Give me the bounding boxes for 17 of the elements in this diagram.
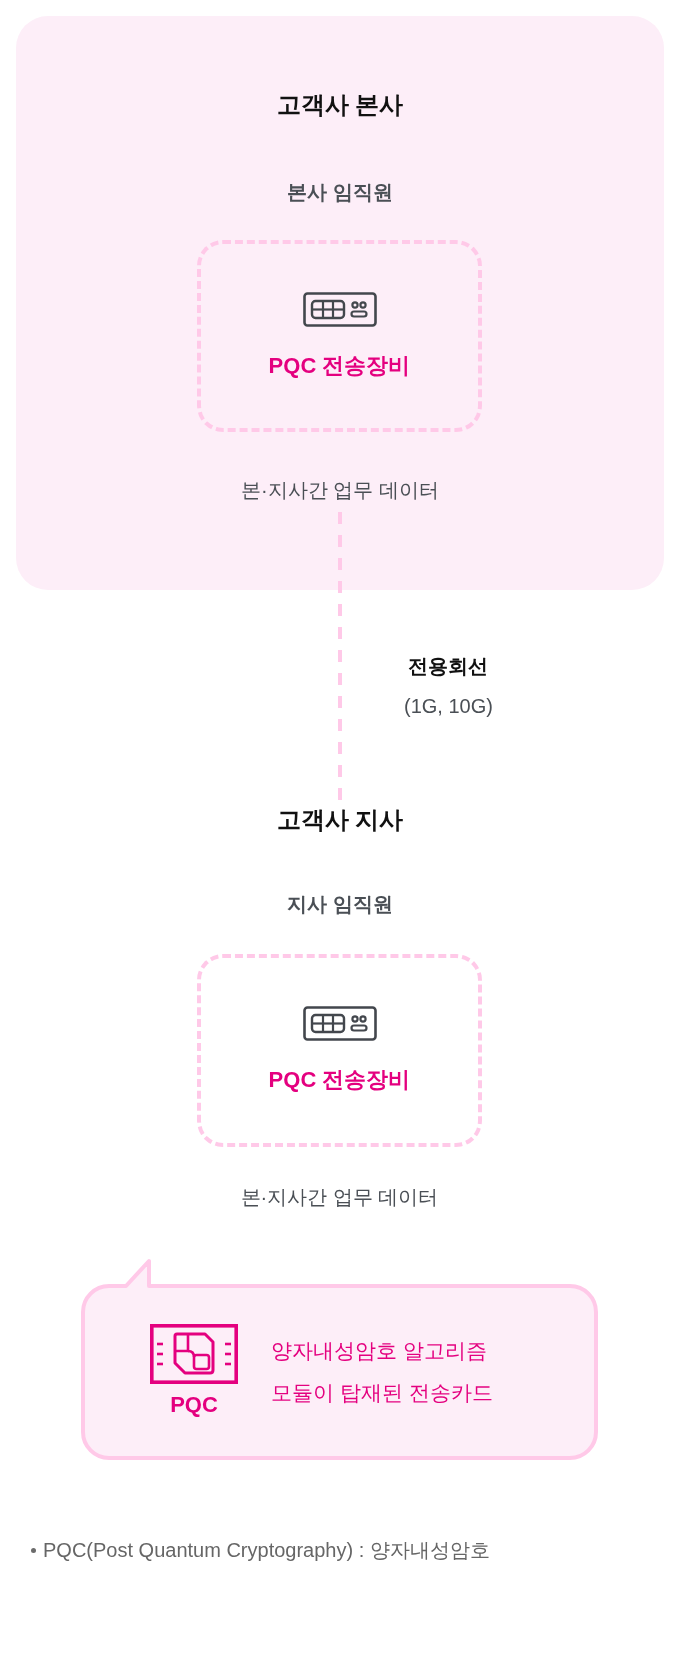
- caption-text: 본·지사간 업무 데이터: [241, 478, 439, 503]
- device-label: PQC 전송장비: [268, 1066, 411, 1094]
- edge-label: 전용회선 (1G, 10G): [404, 654, 493, 719]
- speech-bubble: [81, 1258, 598, 1460]
- rounded-panel: [16, 16, 664, 590]
- footnote: PQC(Post Quantum Cryptography) : 양자내성암호: [43, 1538, 490, 1563]
- device-card: [197, 954, 482, 1147]
- subheading: 본사 임직원: [287, 180, 393, 205]
- heading: 고객사 본사: [276, 90, 404, 120]
- heading: 고객사 지사: [276, 805, 404, 835]
- device-label: PQC 전송장비: [268, 351, 411, 380]
- caption-text: 본·지사간 업무 데이터: [240, 1185, 439, 1210]
- device-card: [197, 240, 482, 432]
- subheading: 지사 임직원: [287, 892, 393, 917]
- chip-label: PQC: [170, 1391, 218, 1419]
- connector-line: [338, 512, 342, 802]
- bubble-text: 양자내성암호 알고리즘 모듈이 탑재된 전송카드: [271, 1338, 494, 1406]
